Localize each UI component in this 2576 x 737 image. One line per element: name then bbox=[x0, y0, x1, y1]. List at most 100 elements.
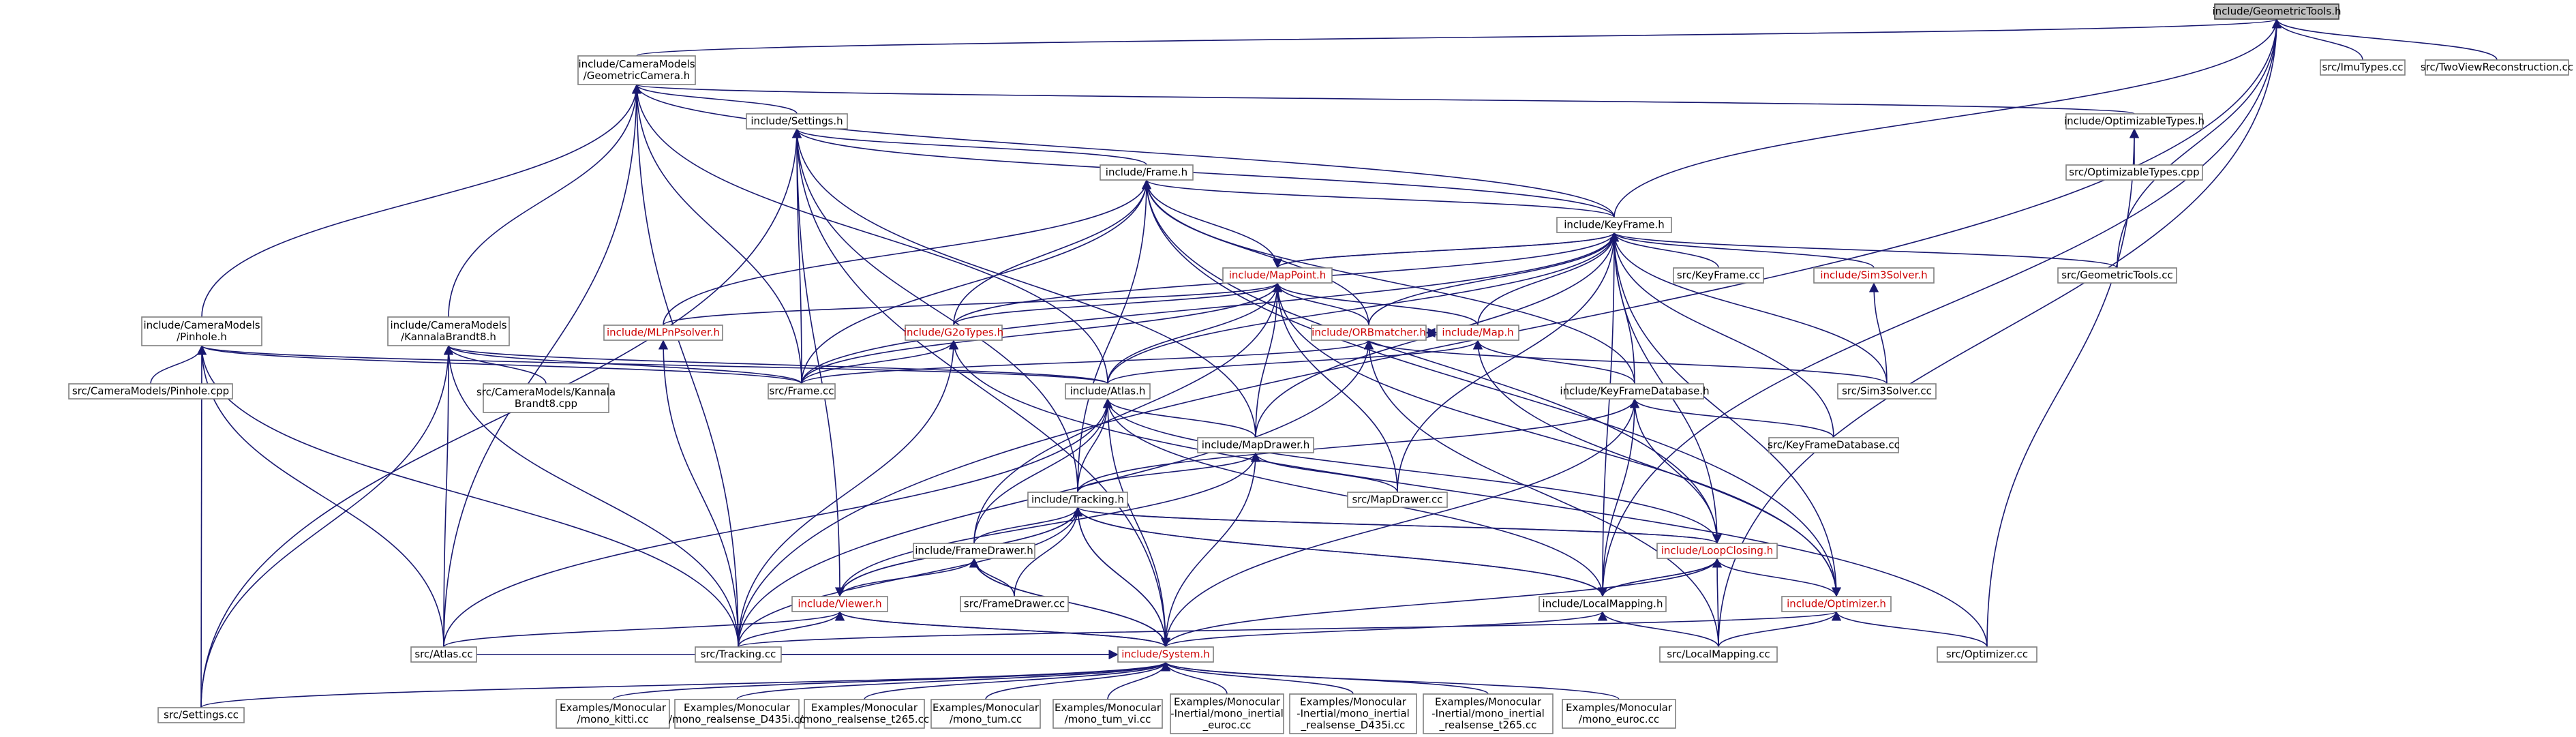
node-frame-cc[interactable]: src/Frame.cc bbox=[768, 383, 836, 400]
node-orbmatcher-h[interactable]: include/ORBmatcher.h bbox=[1311, 325, 1427, 341]
node-label: /mono_kitti.cc bbox=[577, 713, 648, 726]
node-box bbox=[1562, 699, 1676, 729]
node-mapdrawer-h[interactable]: include/MapDrawer.h bbox=[1197, 437, 1314, 453]
node-settings-h[interactable]: include/Settings.h bbox=[746, 113, 848, 130]
node-label: src/MapDrawer.cc bbox=[1352, 494, 1442, 506]
node-optimizable-types-cpp[interactable]: src/OptimizableTypes.cpp bbox=[2065, 164, 2203, 181]
node-two-view-cc[interactable]: src/TwoViewReconstruction.cc bbox=[2421, 59, 2573, 76]
edge-geometric-tools-cc-to-geometric-tools-h bbox=[2117, 18, 2282, 269]
node-mapdrawer-cc[interactable]: src/MapDrawer.cc bbox=[1347, 492, 1448, 508]
edge-localmapping-cc-to-localmapping-h bbox=[1597, 611, 1719, 648]
node-pinhole-h[interactable]: include/CameraModels/Pinhole.h bbox=[141, 316, 262, 346]
node-box bbox=[157, 707, 245, 723]
node-tracking-h[interactable]: include/Tracking.h bbox=[1027, 492, 1128, 508]
node-system-h[interactable]: include/System.h bbox=[1117, 646, 1214, 663]
edge-loopclosing-h-to-frame-h bbox=[1141, 179, 1718, 544]
node-label: src/Tracking.cc bbox=[701, 648, 776, 661]
node-optimizable-types-h[interactable]: include/OptimizableTypes.h bbox=[2064, 113, 2204, 130]
node-keyframe-cc[interactable]: src/KeyFrame.cc bbox=[1673, 267, 1764, 284]
edge-mapdrawer-h-to-atlas-h bbox=[1102, 398, 1256, 438]
node-mlpnp-h[interactable]: include/MLPnPsolver.h bbox=[603, 325, 723, 341]
node-mi-rs-t265[interactable]: Examples/Monocular-Inertial/mono_inertia… bbox=[1423, 693, 1554, 734]
node-box bbox=[2425, 59, 2569, 76]
edge-tracking-h-to-mapdrawer-h bbox=[1077, 452, 1261, 493]
node-box bbox=[1659, 646, 1778, 663]
node-label: _euroc.cc bbox=[1202, 719, 1252, 732]
node-mono-tum-vi[interactable]: Examples/Monocular/mono_tum_vi.cc bbox=[1052, 699, 1163, 729]
node-label: /mono_tum_vi.cc bbox=[1065, 713, 1151, 726]
node-label: /GeometricCamera.h bbox=[584, 70, 691, 82]
node-label: include/System.h bbox=[1121, 648, 1210, 661]
edge-framedrawer-cc-to-tracking-h bbox=[1014, 507, 1083, 597]
node-kannala-cpp[interactable]: src/CameraModels/KannalaBrandt8.cpp bbox=[476, 383, 616, 413]
node-atlas-cc[interactable]: src/Atlas.cc bbox=[410, 646, 477, 663]
node-optimizer-h[interactable]: include/Optimizer.h bbox=[1781, 596, 1892, 612]
node-mono-rs-d435i[interactable]: Examples/Monocular/mono_realsense_D435i.… bbox=[669, 699, 805, 729]
node-kfdb-h[interactable]: include/KeyFrameDatabase.h bbox=[1560, 383, 1710, 400]
edge-mono-tum-to-system-h bbox=[985, 661, 1171, 700]
edge-atlas-h-to-map-h bbox=[1107, 340, 1483, 385]
edge-optimizer-cc-to-g2otypes-h bbox=[948, 340, 1988, 648]
node-mappoint-h[interactable]: include/MapPoint.h bbox=[1222, 267, 1333, 284]
node-mono-tum[interactable]: Examples/Monocular/mono_tum.cc bbox=[930, 699, 1041, 729]
edge-tracking-cc-to-optimizer-h bbox=[738, 611, 1841, 648]
node-optimizer-cc[interactable]: src/Optimizer.cc bbox=[1937, 646, 2037, 663]
node-label: include/GeometricTools.h bbox=[2213, 5, 2342, 18]
edge-localmapping-cc-to-loopclosing-h bbox=[1712, 558, 1723, 648]
edge-tracking-cc-to-kannala-h bbox=[443, 345, 739, 648]
edge-framedrawer-h-to-atlas-h bbox=[973, 398, 1113, 544]
node-box bbox=[695, 646, 782, 663]
node-geometric-tools-h[interactable]: include/GeometricTools.h bbox=[2213, 3, 2342, 20]
node-settings-cc[interactable]: src/Settings.cc bbox=[157, 707, 245, 723]
node-box bbox=[603, 325, 723, 341]
node-sim3solver-h[interactable]: include/Sim3Solver.h bbox=[1813, 267, 1935, 284]
node-localmapping-h[interactable]: include/LocalMapping.h bbox=[1539, 596, 1667, 612]
node-box bbox=[746, 113, 848, 130]
node-mi-euroc[interactable]: Examples/Monocular-Inertial/mono_inertia… bbox=[1170, 693, 1284, 734]
node-label: src/KeyFrameDatabase.cc bbox=[1768, 439, 1900, 451]
node-mono-rs-t265[interactable]: Examples/Monocular/mono_realsense_t265.c… bbox=[800, 699, 929, 729]
node-box bbox=[1565, 383, 1704, 400]
edge-optimizer-h-to-frame-h bbox=[1141, 179, 1837, 597]
node-mi-rs-d435i[interactable]: Examples/Monocular-Inertial/mono_inertia… bbox=[1289, 693, 1417, 734]
edge-tracking-cc-to-viewer-h bbox=[738, 611, 845, 648]
node-framedrawer-cc[interactable]: src/FrameDrawer.cc bbox=[960, 596, 1069, 612]
node-localmapping-cc[interactable]: src/LocalMapping.cc bbox=[1659, 646, 1778, 663]
edge-viewer-h-to-mapdrawer-h bbox=[839, 452, 1261, 597]
node-mono-euroc[interactable]: Examples/Monocular/mono_euroc.cc bbox=[1562, 699, 1676, 729]
node-loopclosing-h[interactable]: include/LoopClosing.h bbox=[1656, 543, 1778, 559]
node-label: src/CameraModels/Pinhole.cpp bbox=[72, 385, 229, 397]
node-atlas-h[interactable]: include/Atlas.h bbox=[1065, 383, 1151, 400]
node-geometric-tools-cc[interactable]: src/GeometricTools.cc bbox=[2057, 267, 2177, 284]
edge-g2otypes-h-to-mappoint-h bbox=[953, 282, 1282, 326]
node-label: include/Settings.h bbox=[751, 115, 843, 127]
node-imu-types-cc[interactable]: src/ImuTypes.cc bbox=[2320, 59, 2406, 76]
edge-frame-cc-to-pinhole-h bbox=[197, 345, 802, 385]
edge-tracking-cc-to-mlpnp-h bbox=[658, 340, 739, 648]
node-map-h[interactable]: include/Map.h bbox=[1436, 325, 1519, 341]
edge-sim3solver-cc-to-keyframe-h bbox=[1609, 232, 1888, 385]
node-frame-h[interactable]: include/Frame.h bbox=[1100, 164, 1194, 181]
node-keyframe-h[interactable]: include/KeyFrame.h bbox=[1556, 217, 1672, 233]
node-box bbox=[1117, 646, 1214, 663]
node-kfdb-cc[interactable]: src/KeyFrameDatabase.cc bbox=[1768, 437, 1900, 453]
node-label: src/Settings.cc bbox=[164, 709, 239, 721]
node-geometric-camera-h[interactable]: include/CameraModels/GeometricCamera.h bbox=[577, 55, 696, 85]
node-label: include/Sim3Solver.h bbox=[1820, 269, 1927, 282]
node-pinhole-cpp[interactable]: src/CameraModels/Pinhole.cpp bbox=[68, 383, 233, 400]
edge-loopclosing-h-to-kfdb-h bbox=[1629, 398, 1718, 544]
node-sim3solver-cc[interactable]: src/Sim3Solver.cc bbox=[1837, 383, 1937, 400]
edge-atlas-cc-to-pinhole-h bbox=[196, 345, 444, 648]
edge-atlas-h-to-geometric-camera-h bbox=[631, 84, 1108, 385]
node-g2otypes-h[interactable]: include/G2oTypes.h bbox=[904, 325, 1003, 341]
node-viewer-h[interactable]: include/Viewer.h bbox=[791, 596, 888, 612]
node-box bbox=[1347, 492, 1448, 508]
edge-two-view-cc-to-geometric-tools-h bbox=[2271, 18, 2498, 61]
node-tracking-cc[interactable]: src/Tracking.cc bbox=[695, 646, 782, 663]
node-mono-kitti[interactable]: Examples/Monocular/mono_kitti.cc bbox=[556, 699, 670, 729]
node-label: include/Viewer.h bbox=[798, 598, 881, 610]
node-kannala-h[interactable]: include/CameraModels/KannalaBrandt8.h bbox=[387, 316, 510, 346]
node-box bbox=[141, 316, 262, 346]
node-framedrawer-h[interactable]: include/FrameDrawer.h bbox=[913, 543, 1035, 559]
